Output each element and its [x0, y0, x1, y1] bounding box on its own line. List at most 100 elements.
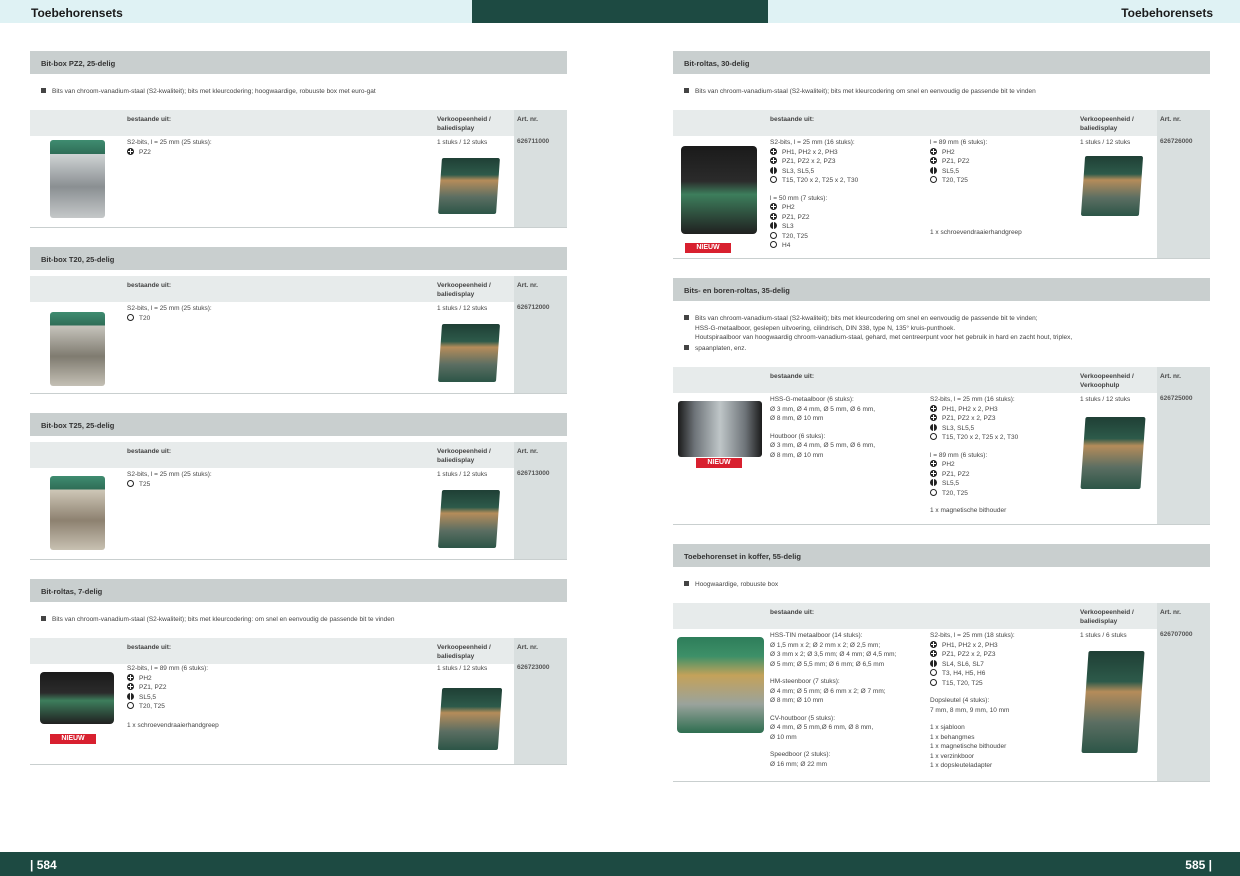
- contents: S2-bits, l = 25 mm (25 stuks): T20: [127, 305, 212, 322]
- header-band-right: [768, 0, 1240, 23]
- section-bit-box-pz2: Bit-box PZ2, 25-delig Bits van chroom-va…: [30, 51, 567, 229]
- table-header: [30, 442, 567, 468]
- contents-col2: S2-bits, l = 25 mm (16 stuks): PH1, PH2 …: [930, 396, 1019, 514]
- pozidriv-icon: [770, 212, 777, 220]
- torx-icon: [930, 678, 937, 686]
- product-image-pouch: [681, 146, 757, 234]
- contents: S2-bits, l = 25 mm (25 stuks): T25: [127, 471, 212, 488]
- contents-col2: l = 89 mm (6 stuks): PH2 PZ1, PZ2 SL5,5 …: [930, 139, 1022, 236]
- phillips-icon: [770, 147, 777, 155]
- section-bits-boren-roltas-35: Bits- en boren-roltas, 35-delig Bits van…: [673, 278, 1210, 525]
- art-column-bg: [514, 638, 567, 764]
- hex-icon: [930, 669, 937, 676]
- art-number: 626712000: [517, 304, 550, 311]
- unit: 1 stuks / 12 stuks: [1080, 139, 1131, 146]
- col-verkoop: Verkoopeenheid /baliedisplay: [437, 282, 491, 298]
- col-artnr: Art. nr.: [517, 644, 538, 651]
- torx-icon: [127, 313, 134, 321]
- section-title: Bit-roltas, 7-delig: [30, 579, 567, 602]
- new-badge: NIEUW: [50, 734, 96, 744]
- hex-icon: [770, 241, 777, 248]
- section-title: Bits- en boren-roltas, 35-delig: [673, 278, 1210, 301]
- unit: 1 stuks / 12 stuks: [437, 139, 488, 146]
- display-image: [437, 490, 501, 548]
- page-title-right: Toebehorensets: [1121, 6, 1213, 20]
- col-artnr: Art. nr.: [1160, 373, 1181, 380]
- art-column-bg: [1157, 110, 1210, 258]
- feature-bullet: Bits van chroom-vanadium-staal (S2-kwali…: [41, 615, 395, 625]
- product-table: bestaande uit: Verkoopeenheid /baliedisp…: [30, 276, 567, 394]
- torx-icon: [930, 176, 937, 183]
- col-artnr: Art. nr.: [517, 448, 538, 455]
- slotted-icon: [770, 166, 777, 174]
- slotted-icon: [930, 423, 937, 431]
- product-table: bestaande uit: Verkoopeenheid /baliedisp…: [30, 442, 567, 560]
- section-title: Bit-roltas, 30-delig: [673, 51, 1210, 74]
- display-image: [1081, 651, 1145, 753]
- phillips-icon: [127, 147, 134, 155]
- phillips-icon: [930, 147, 937, 155]
- section-koffer-55: Toebehorenset in koffer, 55-delig Hoogwa…: [673, 544, 1210, 782]
- torx-icon: [127, 702, 134, 709]
- torx-icon: [930, 433, 937, 440]
- phillips-icon: [127, 673, 134, 681]
- pozidriv-icon: [930, 414, 937, 421]
- feature-bullet-2: spaanplaten, enz.: [684, 344, 746, 354]
- new-badge: NIEUW: [696, 458, 742, 468]
- product-table: bestaande uit: Verkoopeenheid /baliedisp…: [673, 110, 1210, 259]
- section-bit-roltas-30: Bit-roltas, 30-delig Bits van chroom-van…: [673, 51, 1210, 259]
- slotted-icon: [930, 659, 937, 667]
- product-image-box: [50, 312, 105, 386]
- product-image-box: [50, 476, 105, 550]
- section-title: Toebehorenset in koffer, 55-delig: [673, 544, 1210, 567]
- torx-icon: [930, 488, 937, 496]
- art-column-bg: [514, 276, 567, 393]
- feature-bullet-1: Bits van chroom-vanadium-staal (S2-kwali…: [684, 314, 1072, 343]
- feature-bullet: Bits van chroom-vanadium-staal (S2-kwali…: [684, 87, 1036, 97]
- art-number: 626711000: [517, 138, 550, 145]
- art-number: 626726000: [1160, 138, 1193, 145]
- table-header: [30, 110, 567, 136]
- page-title-left: Toebehorensets: [31, 6, 123, 20]
- contents-col1: HSS-G-metaalboor (6 stuks): Ø 3 mm, Ø 4 …: [770, 396, 876, 459]
- col-bestaande: bestaande uit:: [127, 116, 172, 123]
- slotted-icon: [930, 166, 937, 174]
- product-table: bestaande uit: Verkoopeenheid /Verkoophu…: [673, 367, 1210, 525]
- section-bit-box-t20: Bit-box T20, 25-delig bestaande uit: Ver…: [30, 247, 567, 394]
- phillips-icon: [930, 404, 937, 412]
- slotted-icon: [770, 222, 777, 229]
- col-bestaande: bestaande uit:: [770, 116, 815, 123]
- col-verkoop: Verkoopeenheid /baliedisplay: [437, 116, 491, 132]
- col-verkoop: Verkoopeenheid /baliedisplay: [1080, 116, 1134, 132]
- pozidriv-icon: [127, 683, 134, 690]
- new-badge: NIEUW: [685, 243, 731, 253]
- pozidriv-icon: [930, 469, 937, 477]
- section-bit-box-t25: Bit-box T25, 25-delig bestaande uit: Ver…: [30, 413, 567, 560]
- table-header: [673, 110, 1210, 136]
- contents: S2-bits, l = 25 mm (25 stuks): PZ2: [127, 139, 212, 156]
- section-title: Bit-box T20, 25-delig: [30, 247, 567, 270]
- contents: S2-bits, l = 89 mm (6 stuks): PH2 PZ1, P…: [127, 665, 219, 729]
- contents-col1: S2-bits, l = 25 mm (16 stuks): PH1, PH2 …: [770, 139, 859, 249]
- pozidriv-icon: [770, 157, 777, 164]
- unit: 1 stuks / 12 stuks: [1080, 396, 1131, 403]
- product-image-roll: [678, 401, 762, 457]
- display-image: [1080, 417, 1146, 489]
- col-verkoop: Verkoopeenheid /baliedisplay: [437, 448, 491, 464]
- header-band-center: [472, 0, 768, 23]
- col-artnr: Art. nr.: [1160, 116, 1181, 123]
- art-column-bg: [514, 110, 567, 227]
- torx-icon: [770, 176, 777, 183]
- art-column-bg: [514, 442, 567, 559]
- phillips-icon: [930, 460, 937, 467]
- footer-band: [0, 852, 1240, 876]
- pozidriv-icon: [930, 650, 937, 657]
- table-header: [30, 638, 567, 664]
- art-number: 626723000: [517, 664, 550, 671]
- col-bestaande: bestaande uit:: [770, 609, 815, 616]
- product-table: bestaande uit: Verkoopeenheid /baliedisp…: [30, 110, 567, 228]
- unit: 1 stuks / 12 stuks: [437, 471, 488, 478]
- display-image: [1080, 156, 1144, 216]
- col-bestaande: bestaande uit:: [127, 282, 172, 289]
- slotted-icon: [127, 692, 134, 700]
